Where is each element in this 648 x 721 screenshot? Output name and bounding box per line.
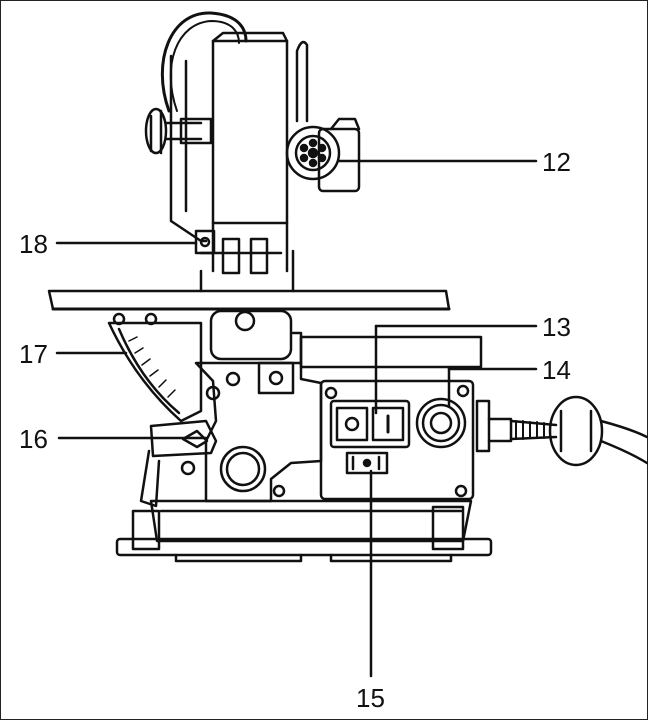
callout-17: 17 [19,339,48,369]
leader-lines [55,159,538,678]
callout-12: 12 [542,147,571,177]
callout-13: 13 [542,312,571,342]
bevel-scale [107,312,203,423]
callout-14: 14 [542,355,571,385]
worktable [47,249,451,311]
air-pump [285,117,361,193]
saw-body [139,309,483,508]
switch-panel [272,379,648,501]
callout-16: 16 [19,424,48,454]
callout-15: 15 [356,683,385,713]
callout-18: 18 [19,229,48,259]
upper-arm [144,11,309,275]
base [115,499,493,563]
